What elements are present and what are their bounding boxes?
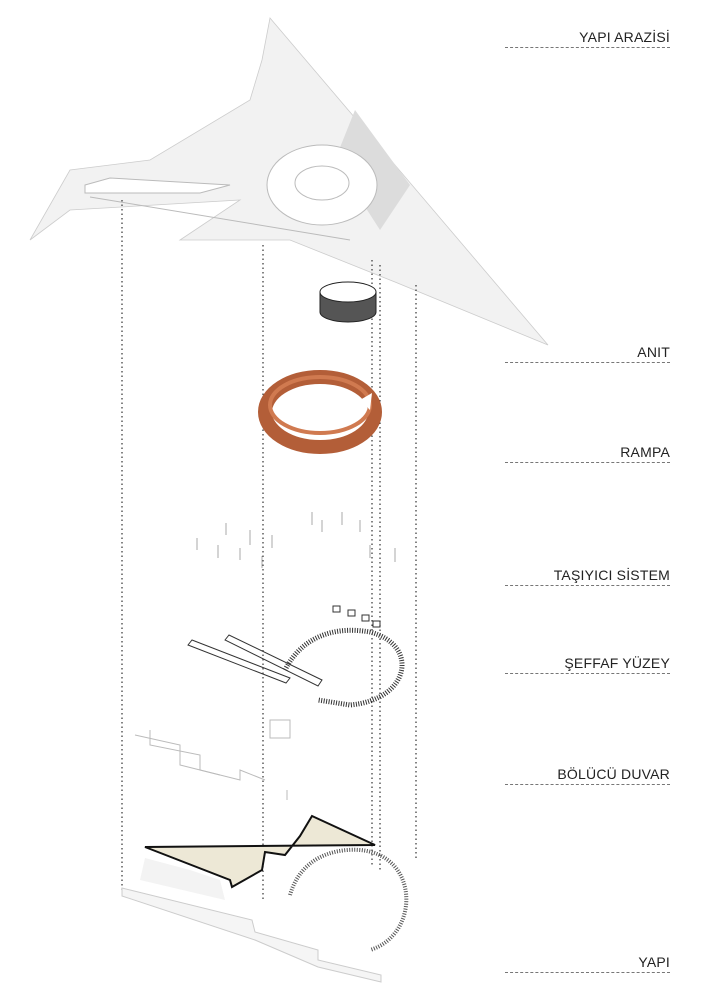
leader-line xyxy=(505,784,670,785)
label-monument: ANIT xyxy=(637,344,670,360)
label-building: YAPI xyxy=(638,954,670,970)
transparent-facade xyxy=(187,605,405,708)
monument-cylinder xyxy=(319,281,377,323)
leader-line xyxy=(505,47,670,48)
projection-lines xyxy=(121,200,417,900)
partition-walls xyxy=(134,719,291,800)
structural-columns xyxy=(196,512,396,568)
ramp-ring xyxy=(258,370,382,454)
label-structural-system: TAŞIYICI SİSTEM xyxy=(553,567,670,583)
leader-line xyxy=(505,585,670,586)
leader-line xyxy=(505,673,670,674)
label-transparent-surface: ŞEFFAF YÜZEY xyxy=(564,655,670,671)
label-partition-wall: BÖLÜCÜ DUVAR xyxy=(557,766,670,782)
label-ramp: RAMPA xyxy=(620,444,670,460)
leader-line xyxy=(505,462,670,463)
label-building-site: YAPI ARAZİSİ xyxy=(579,29,670,45)
site-layer xyxy=(29,17,549,346)
leader-line xyxy=(505,972,670,973)
leader-line xyxy=(505,362,670,363)
building-plan xyxy=(121,814,409,983)
